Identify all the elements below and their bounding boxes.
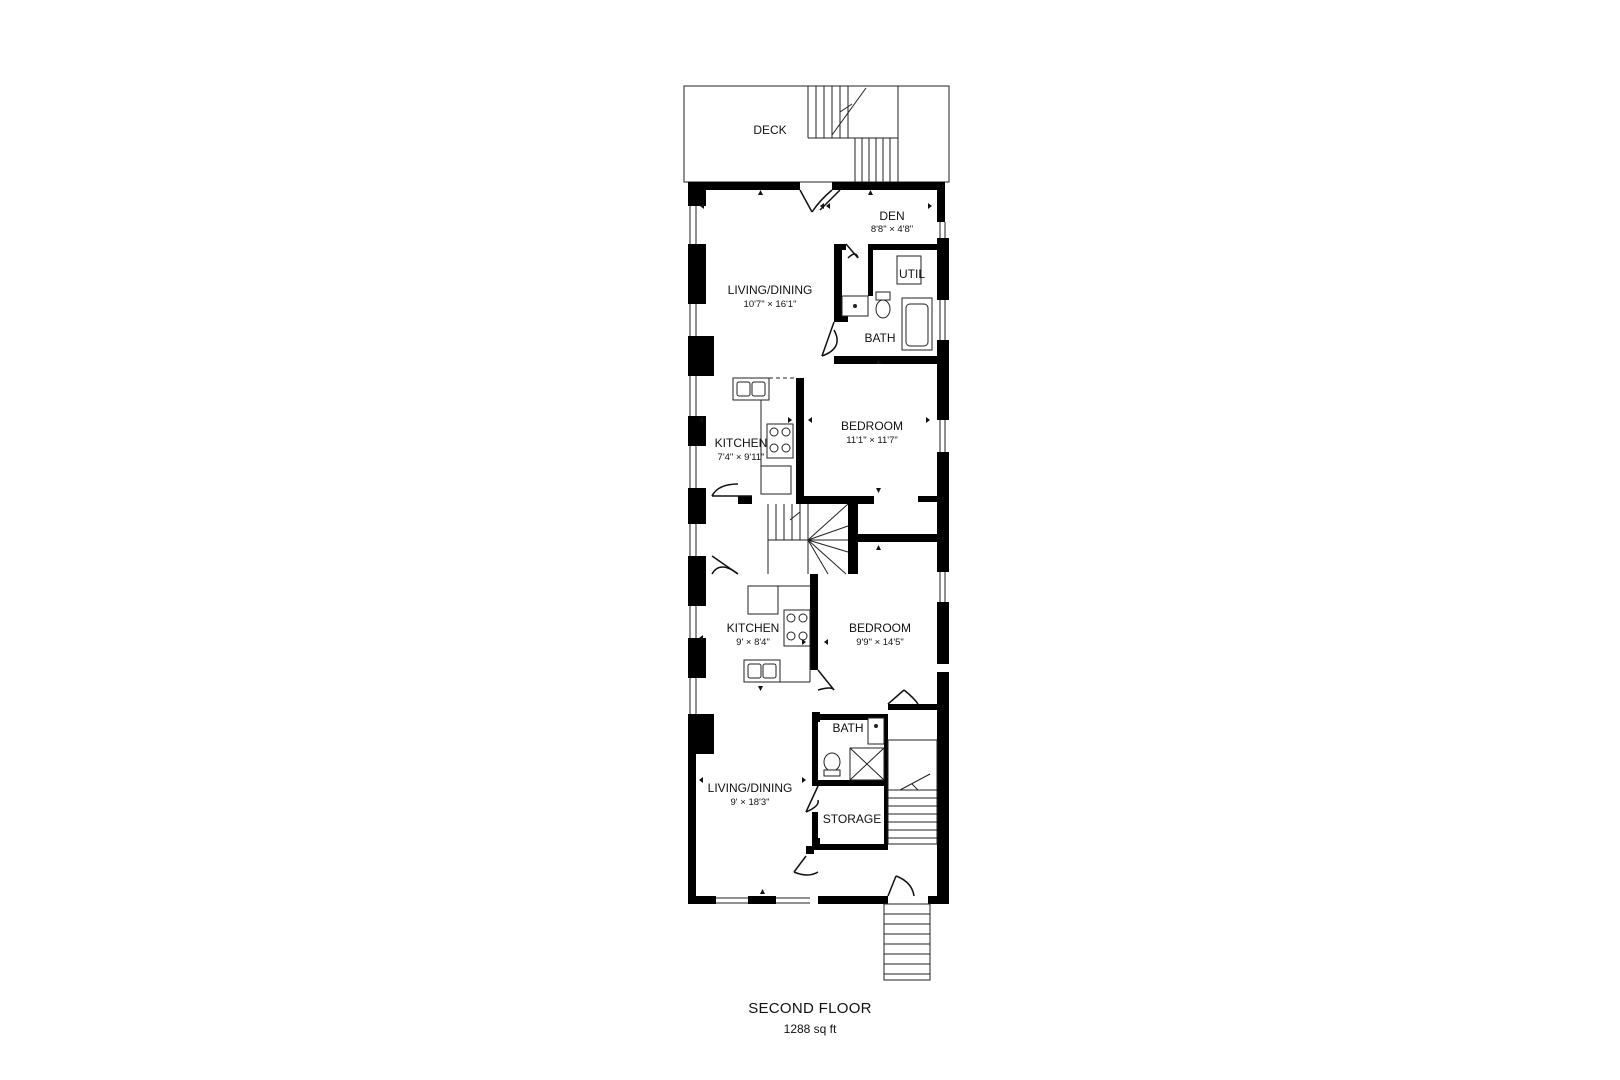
exterior-walls: [688, 182, 949, 904]
fridge-lower: [747, 585, 779, 615]
toilet-upper: [875, 299, 891, 319]
floor-title: SECOND FLOOR: [748, 1000, 872, 1017]
floor-area: 1288 sq ft: [783, 1022, 837, 1036]
bedroom-lower-dims: 9'9" × 14'5": [856, 637, 904, 648]
deck-label: DECK: [753, 123, 786, 137]
doors: [711, 189, 919, 897]
living-lower-label: LIVING/DINING: [708, 781, 793, 795]
toilet-tank-upper: [875, 291, 891, 301]
bedroom-upper-label: BEDROOM: [841, 419, 903, 433]
back-stairs: [887, 739, 938, 845]
kitchen-lower-dims: 9' × 8'4": [736, 637, 770, 648]
entry-stairs: [883, 903, 931, 981]
windows: [689, 206, 946, 904]
bath-upper-label: BATH: [864, 331, 895, 345]
util-box: [896, 255, 922, 285]
vanity-lower: [867, 717, 885, 745]
deck: [683, 85, 950, 183]
living-upper-label: LIVING/DINING: [728, 283, 813, 297]
room-labels: DECK DEN 8'8" × 4'8" UTIL LIVING/DINING …: [708, 123, 926, 826]
fixtures: [732, 255, 933, 781]
living-lower-dims: 9' × 18'3": [731, 797, 770, 808]
deck-stairs: [807, 86, 899, 182]
markers: [699, 190, 932, 894]
storage-label: STORAGE: [823, 812, 881, 826]
bedroom-upper-dims: 11'1" × 11'7": [846, 435, 898, 446]
kitchen-upper-label: KITCHEN: [715, 436, 768, 450]
bedroom-lower-label: BEDROOM: [849, 621, 911, 635]
interior-stairs: [767, 503, 849, 575]
toilet-lower: [823, 752, 841, 772]
living-upper-dims: 10'7" × 16'1": [744, 299, 797, 310]
util-label: UTIL: [899, 267, 925, 281]
interior-walls: [738, 244, 949, 854]
kitchen-upper-dims: 7'4" × 9'11": [718, 452, 765, 463]
bath-lower-label: BATH: [832, 721, 863, 735]
den-dims: 8'8" × 4'8": [871, 224, 913, 235]
kitchen-lower-label: KITCHEN: [727, 621, 780, 635]
den-label: DEN: [879, 209, 904, 223]
fridge-upper: [760, 465, 792, 495]
